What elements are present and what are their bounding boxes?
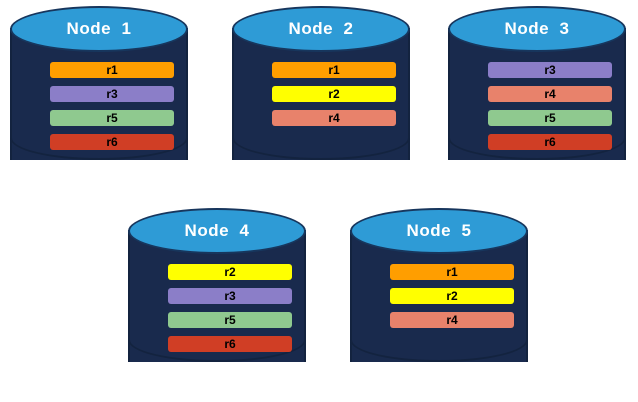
cylinder-top-node-5: Node 5	[350, 208, 528, 254]
cylinder-top-node-4: Node 4	[128, 208, 306, 254]
record-bar[interactable]: r1	[50, 62, 174, 78]
record-bar[interactable]: r6	[50, 134, 174, 150]
record-bar[interactable]: r3	[488, 62, 612, 78]
node-title-label: Node 5	[406, 220, 472, 240]
record-bar[interactable]: r2	[272, 86, 396, 102]
record-bar[interactable]: r3	[50, 86, 174, 102]
database-node-1[interactable]: Node 1 r1 r3 r5 r6	[10, 6, 188, 182]
database-node-4[interactable]: Node 4 r2 r3 r5 r6	[128, 208, 306, 384]
record-bar[interactable]: r6	[488, 134, 612, 150]
record-bar[interactable]: r2	[390, 288, 514, 304]
record-bar[interactable]: r5	[488, 110, 612, 126]
record-bar[interactable]: r2	[168, 264, 292, 280]
node-title-label: Node 1	[66, 18, 132, 38]
node-title-label: Node 3	[504, 18, 570, 38]
database-node-2[interactable]: Node 2 r1 r2 r4	[232, 6, 410, 182]
record-list-node-2: r1 r2 r4	[272, 62, 396, 126]
cylinder-top-node-2: Node 2	[232, 6, 410, 52]
cylinder-top-node-1: Node 1	[10, 6, 188, 52]
node-title-label: Node 4	[184, 220, 250, 240]
record-list-node-5: r1 r2 r4	[390, 264, 514, 328]
record-bar[interactable]: r4	[272, 110, 396, 126]
database-node-5[interactable]: Node 5 r1 r2 r4	[350, 208, 528, 384]
record-bar[interactable]: r5	[50, 110, 174, 126]
record-list-node-4: r2 r3 r5 r6	[168, 264, 292, 352]
record-bar[interactable]: r3	[168, 288, 292, 304]
record-list-node-1: r1 r3 r5 r6	[50, 62, 174, 150]
record-bar[interactable]: r1	[390, 264, 514, 280]
record-bar[interactable]: r4	[390, 312, 514, 328]
record-bar[interactable]: r1	[272, 62, 396, 78]
record-bar[interactable]: r4	[488, 86, 612, 102]
record-bar[interactable]: r5	[168, 312, 292, 328]
database-node-3[interactable]: Node 3 r3 r4 r5 r6	[448, 6, 626, 182]
cylinder-top-node-3: Node 3	[448, 6, 626, 52]
node-title-label: Node 2	[288, 18, 354, 38]
record-bar[interactable]: r6	[168, 336, 292, 352]
record-list-node-3: r3 r4 r5 r6	[488, 62, 612, 150]
